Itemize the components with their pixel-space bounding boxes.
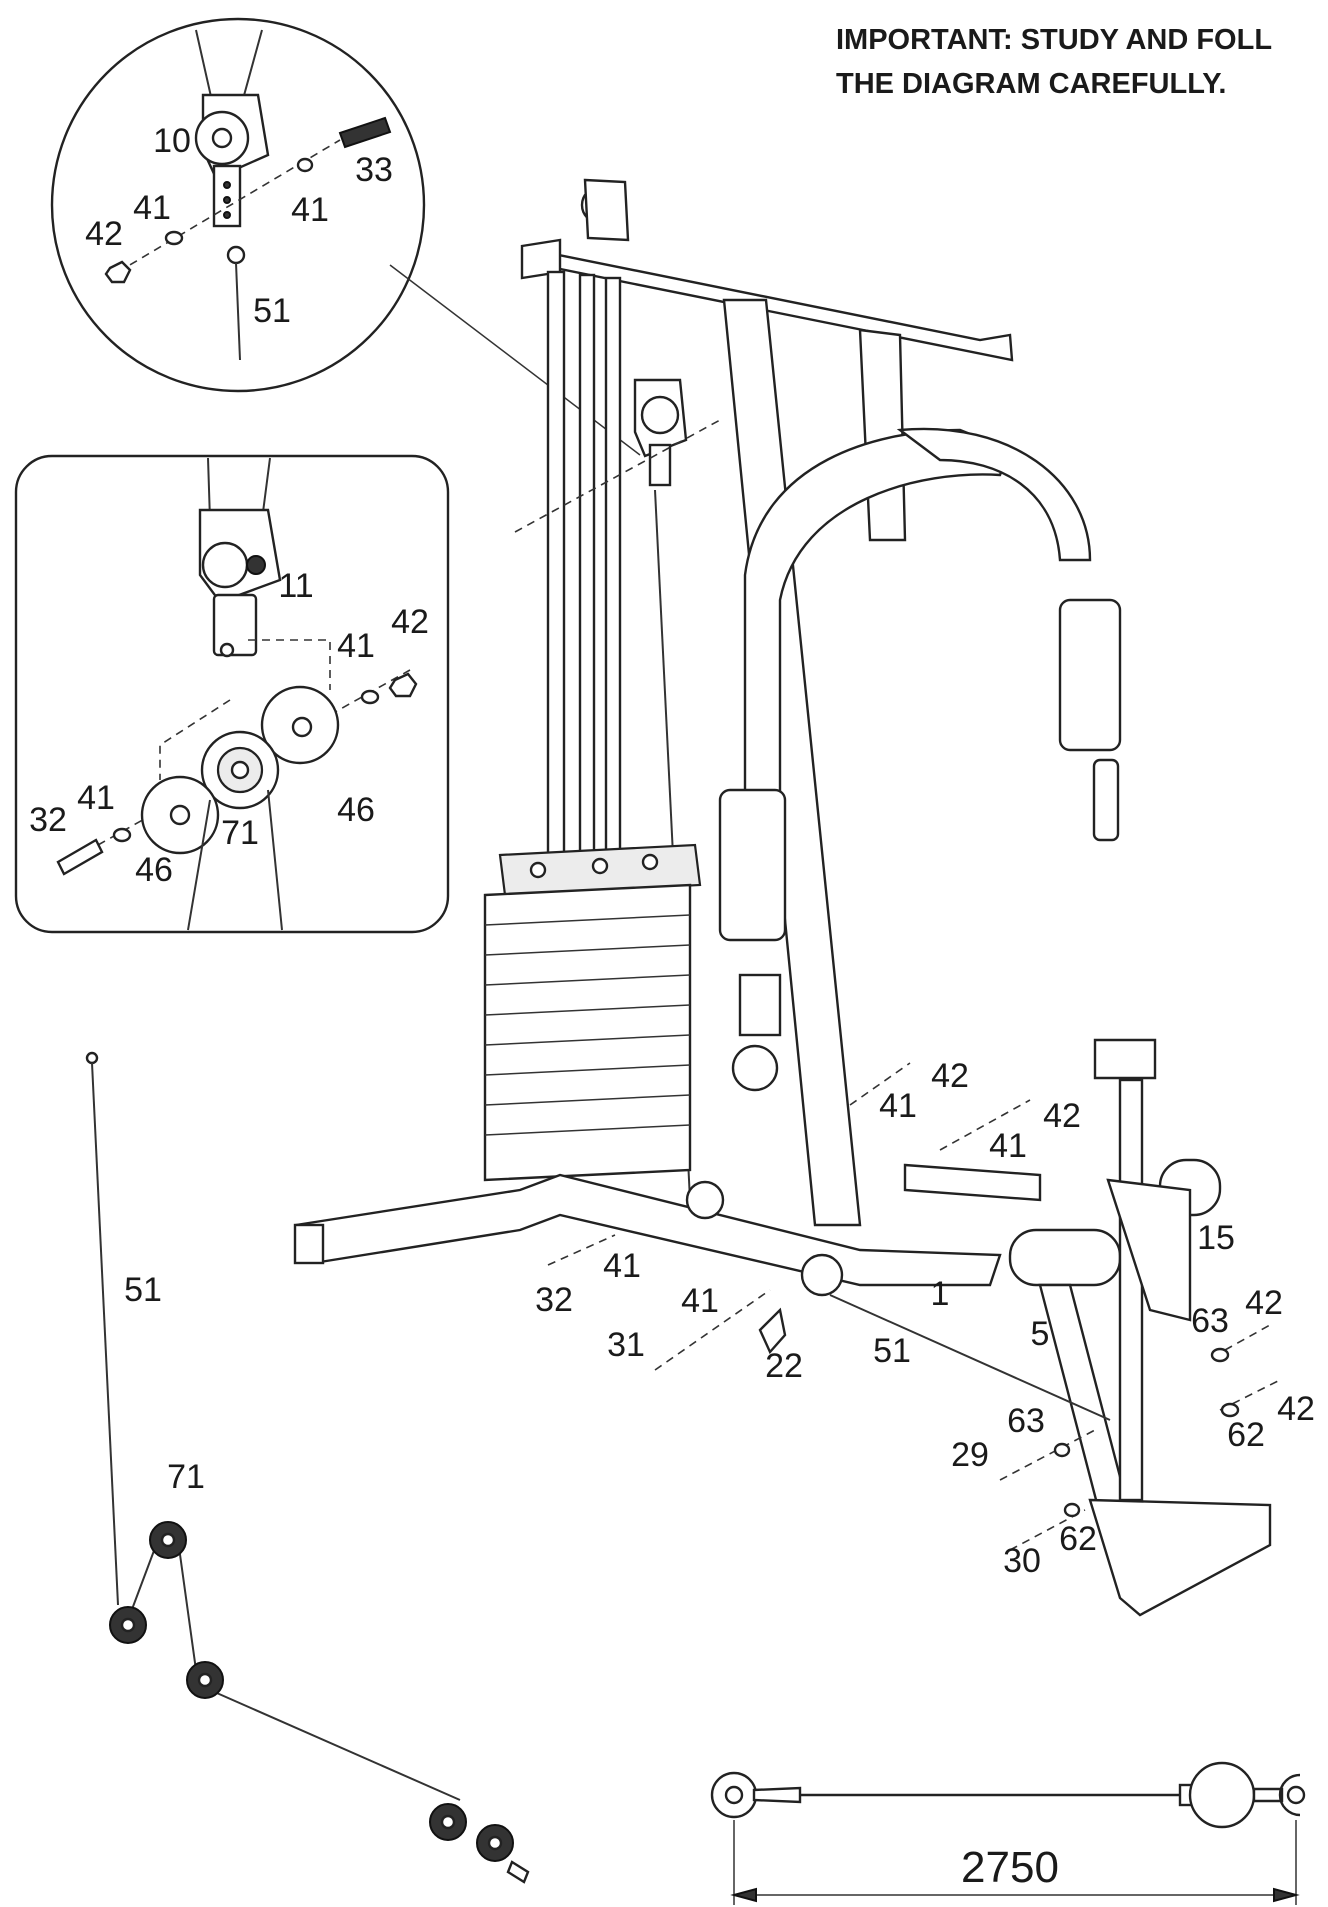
detail-box-left: 11 42 41 41 32 71 46 46 bbox=[14, 454, 450, 934]
callout-11: 11 bbox=[278, 567, 313, 605]
callout-1: 1 bbox=[931, 1275, 950, 1313]
callout-29: 29 bbox=[951, 1436, 989, 1474]
callout-41: 41 bbox=[681, 1282, 719, 1320]
callout-62: 62 bbox=[1059, 1520, 1097, 1558]
callout-10: 10 bbox=[153, 122, 191, 160]
callout-15: 15 bbox=[1197, 1219, 1235, 1257]
callout-41: 41 bbox=[989, 1127, 1027, 1165]
callout-42: 42 bbox=[1277, 1390, 1315, 1428]
callout-41: 41 bbox=[291, 191, 329, 229]
notice-line-1: IMPORTANT: STUDY AND FOLL bbox=[836, 24, 1273, 56]
callout-71: 71 bbox=[221, 814, 259, 852]
callout-71: 71 bbox=[167, 1458, 205, 1496]
important-notice: IMPORTANT: STUDY AND FOLL THE DIAGRAM CA… bbox=[836, 18, 1328, 106]
weight-plates bbox=[484, 914, 691, 1136]
callout-5: 5 bbox=[1031, 1315, 1050, 1353]
callout-51: 51 bbox=[124, 1271, 162, 1309]
callout-33: 33 bbox=[355, 151, 393, 189]
callout-63: 63 bbox=[1007, 1402, 1045, 1440]
callout-46: 46 bbox=[135, 851, 173, 889]
callout-63: 63 bbox=[1191, 1302, 1229, 1340]
detail-circle-top: 10 33 42 41 41 51 bbox=[50, 17, 641, 456]
callout-42: 42 bbox=[931, 1057, 969, 1095]
callout-51: 51 bbox=[253, 292, 291, 330]
callout-41: 41 bbox=[603, 1247, 641, 1285]
callout-22: 22 bbox=[765, 1347, 803, 1385]
callout-42: 42 bbox=[1245, 1284, 1283, 1322]
callout-42: 42 bbox=[1043, 1097, 1081, 1135]
callout-51: 51 bbox=[873, 1332, 911, 1370]
cable-length-label: 2750 bbox=[961, 1843, 1059, 1892]
callout-32: 32 bbox=[29, 801, 67, 839]
callout-41: 41 bbox=[133, 189, 171, 227]
callout-41: 41 bbox=[337, 627, 375, 665]
callout-41: 41 bbox=[77, 779, 115, 817]
cable-routing-illustration: 51 71 bbox=[85, 1051, 530, 1884]
callout-46: 46 bbox=[337, 791, 375, 829]
cable-length-drawing: 2750 bbox=[710, 1761, 1306, 1905]
callout-31: 31 bbox=[607, 1326, 645, 1364]
callout-42: 42 bbox=[85, 215, 123, 253]
callout-42: 42 bbox=[391, 603, 429, 641]
callout-62: 62 bbox=[1227, 1416, 1265, 1454]
main-machine-frame: 42 41 42 41 15 41 32 41 31 22 1 51 5 63 … bbox=[293, 178, 1315, 1617]
callout-41: 41 bbox=[879, 1087, 917, 1125]
notice-line-2: THE DIAGRAM CAREFULLY. bbox=[836, 68, 1227, 100]
callout-30: 30 bbox=[1003, 1542, 1041, 1580]
callout-32: 32 bbox=[535, 1281, 573, 1319]
